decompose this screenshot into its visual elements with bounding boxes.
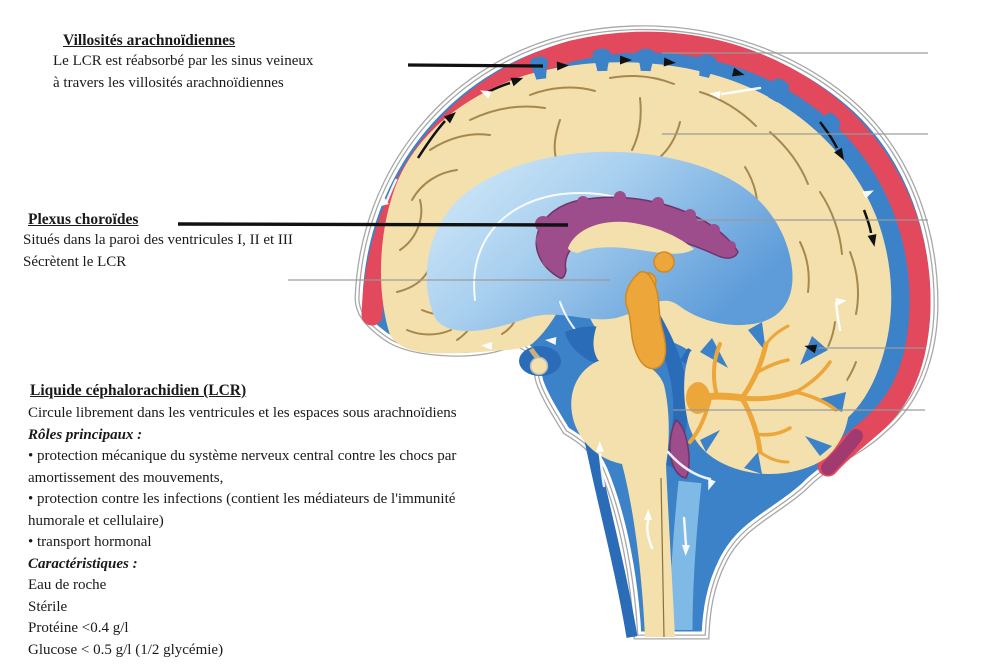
- tectal-orange-structure: [624, 251, 675, 370]
- villosites-label: Villosités arachnoïdiennes Le LCR est ré…: [53, 30, 313, 94]
- label-lines: [177, 63, 569, 227]
- sinus-magenta-tail: [821, 429, 863, 475]
- flow-arrow-icon: [731, 67, 745, 77]
- text-line: Rôles principaux :: [28, 426, 143, 443]
- leader-arrow-icon: [804, 344, 818, 354]
- csf-arrow-icon: [596, 441, 604, 453]
- leader-lines: [288, 52, 928, 411]
- csf-flow-arrows: [381, 86, 874, 556]
- text-line: Sécrètent le LCR: [23, 253, 127, 270]
- csf-arrow-icon: [381, 194, 389, 207]
- text-line: humorale et cellulaire): [28, 512, 164, 529]
- flow-arrow-icon: [443, 111, 456, 124]
- flow-arrow-icon: [834, 147, 844, 161]
- fourth-ventricle-choroid-plexus: [669, 418, 690, 479]
- text-line: Protéine <0.4 g/l: [28, 620, 129, 636]
- text-line: à travers les villosités arachnoïdiennes: [53, 74, 284, 91]
- brainstem: [571, 318, 702, 638]
- corpus-callosum-crescent: [568, 221, 694, 254]
- pituitary-gland: [519, 346, 561, 376]
- csf-arrow-icon: [709, 91, 721, 99]
- csf-arrow-icon: [481, 342, 493, 350]
- text-line: Glucose < 0.5 g/l (1/2 glycémie): [28, 641, 224, 658]
- villosites-pointer-line: [407, 63, 544, 68]
- text-line: • transport hormonal: [28, 534, 152, 550]
- venous-flow-arrows: [416, 55, 877, 247]
- csf-arrow-icon: [480, 90, 492, 99]
- arachnoid-villi: [529, 48, 841, 136]
- csf-arrow-icon: [545, 337, 557, 345]
- cerebellar-fissures: [700, 322, 846, 474]
- csf-arrow-icon: [708, 478, 716, 491]
- lcr-title: Liquide céphalorachidien (LCR): [30, 382, 247, 399]
- posterior-csf-channel: [669, 480, 702, 631]
- pons-medulla-cord: [571, 357, 675, 637]
- plexus-label: Plexus choroïdes Situés dans la paroi de…: [23, 209, 293, 273]
- lcr-label: Liquide céphalorachidien (LCR) Circule l…: [28, 380, 457, 661]
- text-line: Eau de roche: [28, 577, 107, 593]
- cerebellum: [669, 322, 850, 479]
- text-line: Circule librement dans les ventricules e…: [28, 405, 457, 421]
- csf-arrow-icon: [682, 544, 690, 556]
- choroid-plexus: [535, 191, 739, 279]
- text-line: • protection mécanique du système nerveu…: [28, 448, 457, 464]
- text-line: Situés dans la paroi des ventricules I, …: [23, 232, 293, 248]
- text-line: Caractéristiques :: [28, 555, 138, 572]
- plexus-title: Plexus choroïdes: [28, 211, 139, 228]
- text-line: Stérile: [28, 598, 68, 615]
- text-line: Le LCR est réabsorbé par les sinus veine…: [53, 53, 314, 69]
- csf-arrow-icon: [835, 298, 847, 306]
- flow-arrow-icon: [510, 77, 524, 87]
- flow-arrow-icon: [663, 57, 676, 67]
- central-canal-line: [660, 477, 665, 638]
- flow-arrow-icon: [556, 61, 569, 71]
- arbor-vitae-tree: [686, 324, 838, 464]
- csf-arrow-icon: [862, 190, 874, 199]
- villosites-title: Villosités arachnoïdiennes: [63, 32, 236, 49]
- csf-arrow-icon: [644, 509, 652, 521]
- text-line: amortissement des mouvements,: [28, 469, 224, 486]
- plexus-pointer-line: [177, 222, 569, 227]
- flow-arrow-icon: [620, 55, 632, 65]
- text-line: • protection contre les infections (cont…: [28, 491, 456, 507]
- anterior-csf-channel: [584, 438, 638, 638]
- flow-arrow-icon: [867, 234, 877, 247]
